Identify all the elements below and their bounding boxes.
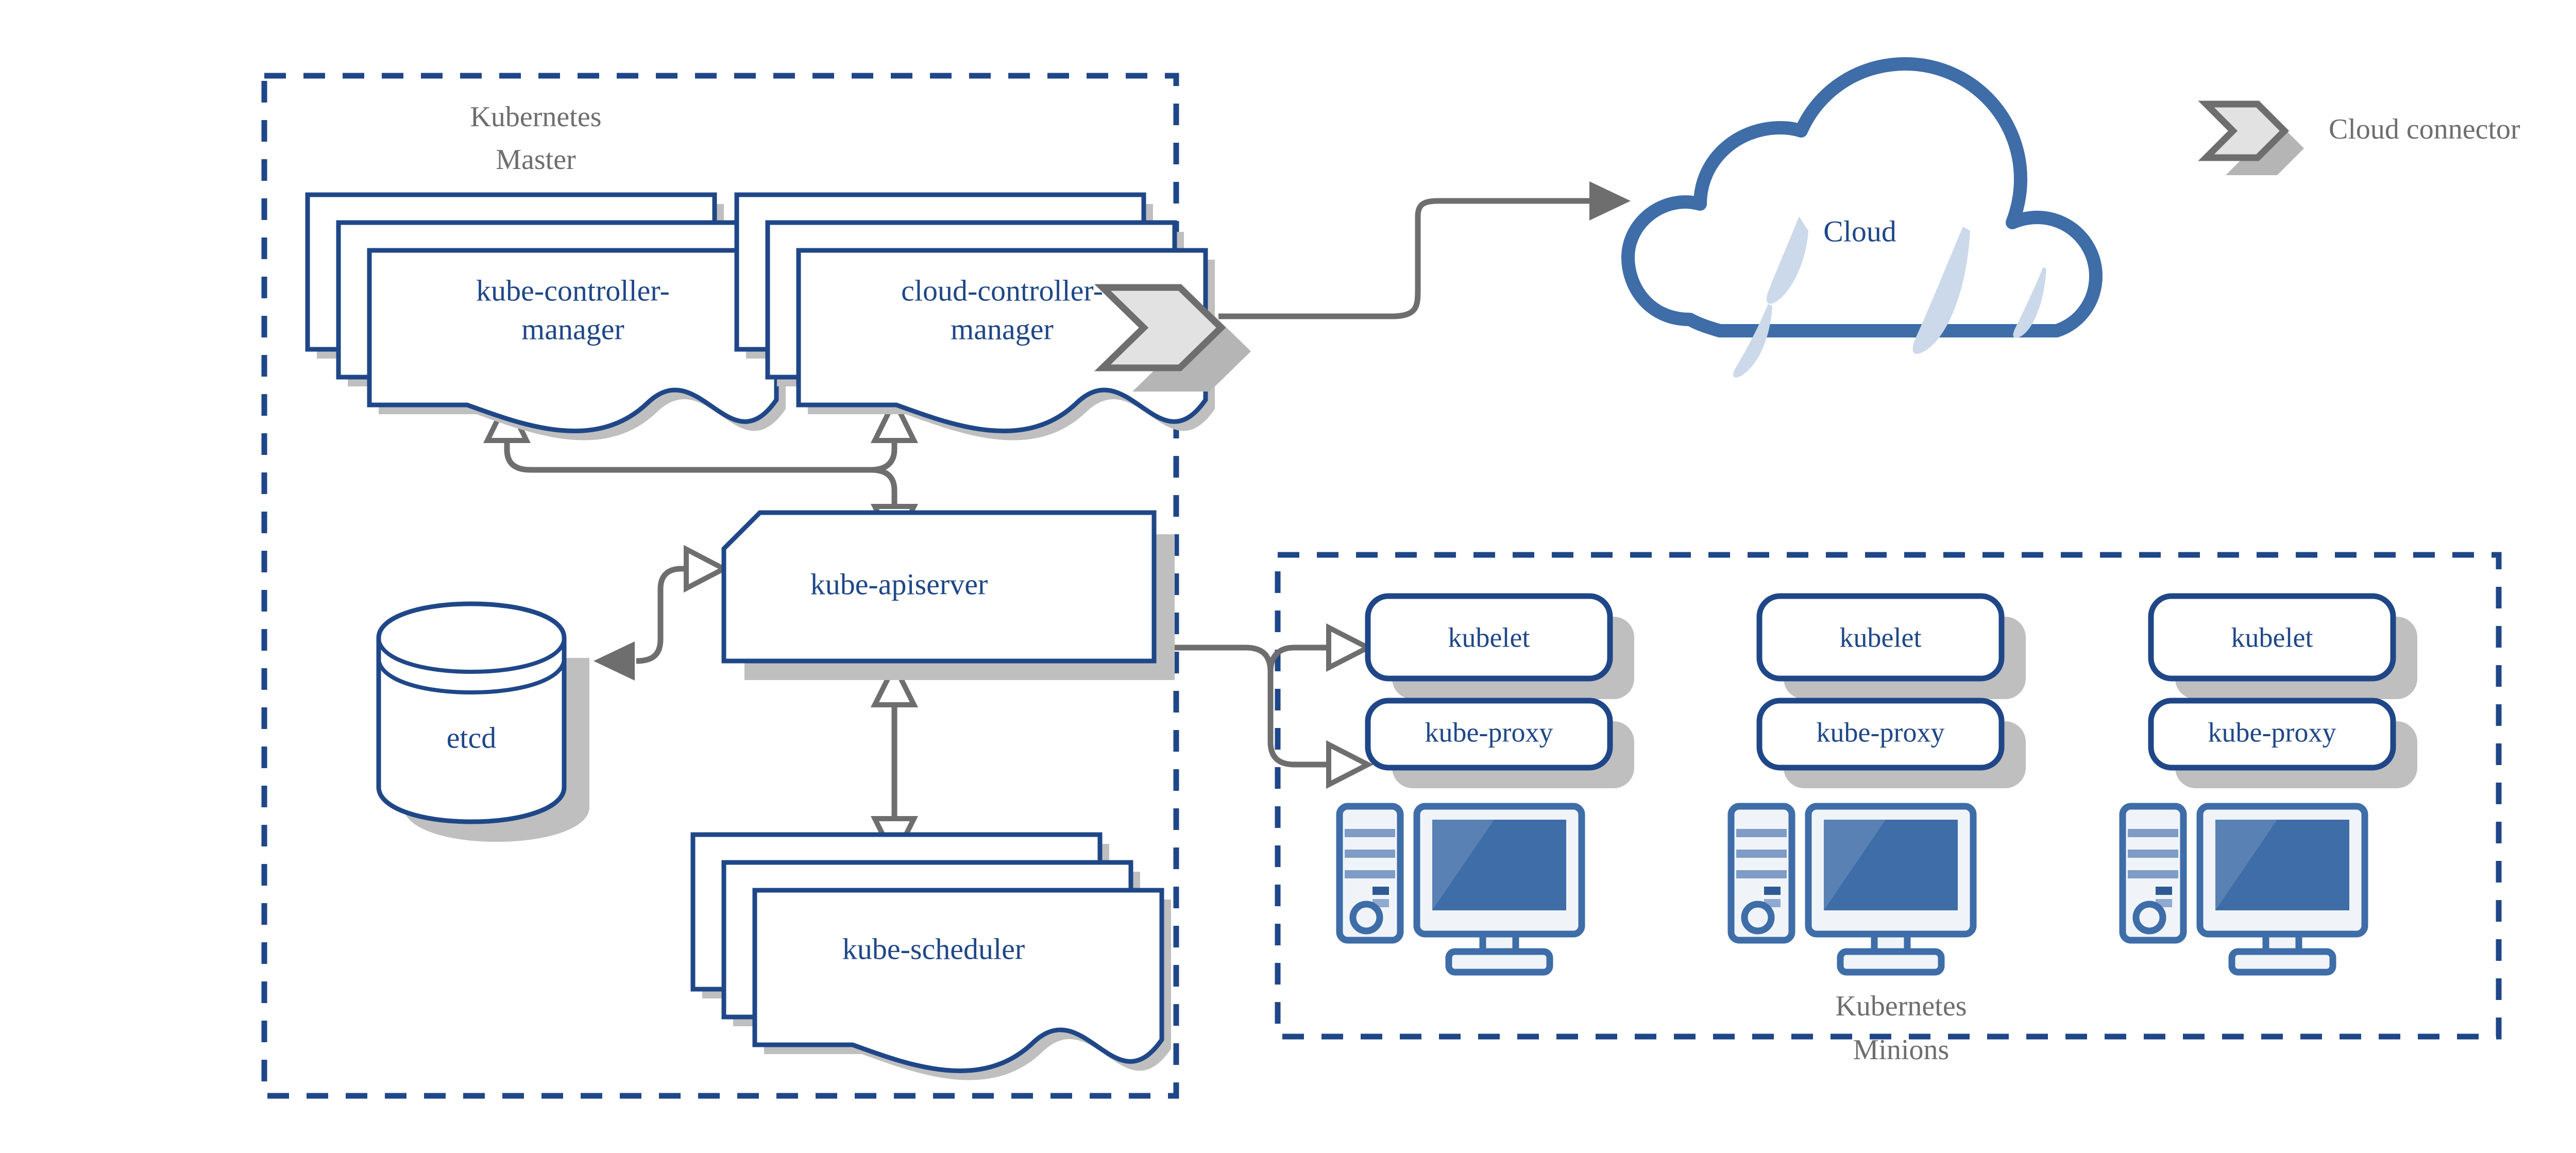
kube-proxy-label-3: kube-proxy (2208, 717, 2336, 748)
computer-icon-3 (2119, 803, 2368, 976)
kubelet-label-3: kubelet (2231, 622, 2313, 653)
kube-apiserver-label: kube-apiserver (810, 567, 988, 601)
kube-proxy-pill-2[interactable]: kube-proxy (1756, 698, 2026, 788)
cloud-accent-shapes (1733, 216, 2046, 378)
connector-ccm-to-cloud (1218, 181, 1631, 319)
kubernetes-master-boundary (261, 73, 1179, 1099)
kubelet-label-1: kubelet (1448, 622, 1530, 653)
kube-proxy-pill-3[interactable]: kube-proxy (2148, 698, 2417, 788)
cloud-controller-manager-label-line1: cloud-controller- (901, 274, 1103, 307)
computer-icon-1 (1336, 803, 1585, 976)
kube-scheduler-label: kube-scheduler (842, 932, 1025, 965)
kubelet-pill-2[interactable]: kubelet (1756, 593, 2026, 699)
etcd-label: etcd (447, 721, 497, 754)
minion-node-3: kubelet kube-proxy (2119, 593, 2417, 976)
master-label-line1: Kubernetes (470, 101, 601, 133)
cloud-label: Cloud (1823, 214, 1896, 248)
connector-apiserver-scheduler (870, 659, 919, 864)
connector-etcd-apiserver (594, 545, 730, 681)
minion-node-1: kubelet kube-proxy (1336, 593, 1634, 976)
arrowhead-scheduler-up (870, 659, 919, 707)
kubelet-pill-3[interactable]: kubelet (2148, 593, 2417, 699)
kube-controller-manager-label-line1: kube-controller- (476, 274, 670, 307)
kubernetes-minions-boundary (1275, 552, 2502, 1040)
kube-controller-manager[interactable]: kube-controller- manager (308, 195, 786, 440)
arrowhead-to-kubelet (1326, 623, 1374, 672)
arrowhead-to-cloud (1589, 181, 1631, 221)
cloud[interactable]: Cloud (1621, 57, 2103, 378)
kubelet-pill-1[interactable]: kubelet (1365, 593, 1634, 699)
kube-proxy-label-2: kube-proxy (1817, 717, 1945, 748)
master-label-line2: Master (496, 144, 576, 176)
legend-cloud-connector-label: Cloud connector (2329, 113, 2520, 145)
arrowhead-to-etcd (594, 641, 635, 681)
minions-label-line2: Minions (1853, 1034, 1950, 1066)
kube-controller-manager-label-line2: manager (521, 312, 624, 346)
cloud-connector-chevron-icon (1094, 284, 1251, 392)
arrowhead-to-ccm (870, 395, 919, 443)
arrowhead-to-apiserver-left (684, 545, 730, 593)
minion-node-2: kubelet kube-proxy (1727, 593, 2026, 976)
computer-icon-2 (1727, 803, 1977, 976)
cloud-controller-manager-label-line2: manager (951, 312, 1054, 346)
kube-proxy-label-1: kube-proxy (1425, 717, 1553, 748)
kube-scheduler[interactable]: kube-scheduler (693, 835, 1171, 1080)
kube-apiserver[interactable]: kube-apiserver (721, 510, 1175, 680)
etcd[interactable]: etcd (376, 601, 589, 842)
cloud-controller-manager[interactable]: cloud-controller- manager (737, 195, 1215, 440)
kubelet-label-2: kubelet (1840, 622, 1922, 653)
minions-label-line1: Kubernetes (1835, 990, 1967, 1022)
kube-proxy-pill-1[interactable]: kube-proxy (1365, 698, 1634, 788)
arrowhead-to-kube-proxy (1326, 740, 1374, 789)
legend-cloud-connector: Cloud connector (2198, 100, 2520, 175)
